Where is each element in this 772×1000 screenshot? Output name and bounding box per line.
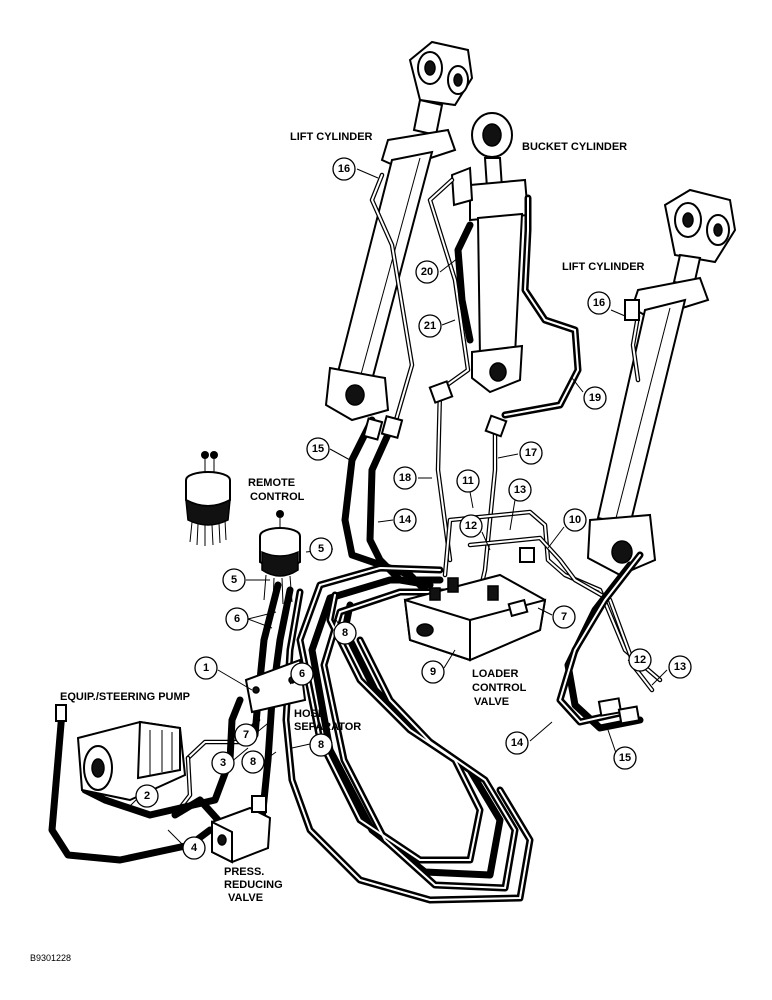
label-hose: HOSE: [294, 708, 325, 720]
svg-text:18: 18: [399, 472, 411, 484]
callout-6-lower: 6: [290, 662, 314, 686]
figure-code: B9301228: [30, 953, 71, 963]
svg-text:7: 7: [561, 611, 567, 623]
callout-17: 17: [519, 441, 543, 465]
callout-19: 19: [583, 386, 607, 410]
svg-text:5: 5: [231, 574, 237, 586]
label-separator: SEPARATOR: [294, 721, 361, 733]
callout-9: 9: [421, 660, 445, 684]
svg-text:5: 5: [318, 543, 324, 555]
label-bucket-cylinder: BUCKET CYLINDER: [522, 141, 627, 153]
label-reducing: REDUCING: [224, 879, 283, 891]
callout-1: 1: [194, 656, 218, 680]
svg-text:6: 6: [299, 668, 305, 680]
callout-10: 10: [563, 508, 587, 532]
svg-text:15: 15: [312, 443, 324, 455]
label-press-valve: VALVE: [228, 892, 263, 904]
callout-14-bottom: 14: [505, 731, 529, 755]
callouts: 16 20 21 19 16 15 18 17 11 13 14 12 10 5…: [135, 157, 692, 860]
callout-16-right: 16: [587, 291, 611, 315]
svg-text:8: 8: [250, 756, 256, 768]
callout-3: 3: [211, 751, 235, 775]
svg-text:8: 8: [318, 739, 324, 751]
label-loader-control: CONTROL: [472, 682, 527, 694]
svg-text:17: 17: [525, 447, 537, 459]
left-lift-cylinder: [324, 40, 474, 422]
callout-16-left: 16: [332, 157, 356, 181]
callout-13-bottom: 13: [668, 655, 692, 679]
callout-20: 20: [415, 260, 439, 284]
callout-21: 21: [418, 314, 442, 338]
remote-control-inset: [185, 451, 231, 546]
svg-text:8: 8: [342, 627, 348, 639]
label-lift-cylinder-right: LIFT CYLINDER: [562, 261, 645, 273]
label-loader: LOADER: [472, 668, 519, 680]
callout-15-bottom: 15: [613, 746, 637, 770]
right-lift-cylinder: [586, 188, 737, 577]
svg-text:21: 21: [424, 320, 436, 332]
labels: LIFT CYLINDER BUCKET CYLINDER LIFT CYLIN…: [30, 131, 645, 963]
svg-text:12: 12: [634, 654, 646, 666]
callout-5-left: 5: [222, 568, 246, 592]
svg-text:9: 9: [430, 666, 436, 678]
callout-8-lower: 8: [241, 750, 265, 774]
svg-text:16: 16: [338, 163, 350, 175]
loader-control-valve: [403, 547, 547, 662]
press-reducing-valve: [211, 795, 272, 864]
svg-text:19: 19: [589, 392, 601, 404]
callout-7-right: 7: [552, 605, 576, 629]
svg-text:6: 6: [234, 613, 240, 625]
svg-text:14: 14: [511, 737, 524, 749]
equip-steering-pump: [55, 704, 187, 802]
svg-text:3: 3: [220, 757, 226, 769]
callout-13-top: 13: [508, 478, 532, 502]
svg-text:4: 4: [191, 842, 198, 854]
callout-6-upper: 6: [225, 607, 249, 631]
steel-tubes: [177, 172, 663, 811]
svg-text:14: 14: [399, 514, 412, 526]
callout-12-top: 12: [459, 514, 483, 538]
callout-8-mid: 8: [309, 733, 333, 757]
label-remote: REMOTE: [248, 477, 295, 489]
bucket-cylinder: [450, 112, 530, 394]
callout-8-upper: 8: [333, 621, 357, 645]
remote-control: [259, 510, 301, 605]
svg-text:13: 13: [674, 661, 686, 673]
callout-15-top: 15: [306, 437, 330, 461]
callout-14-top: 14: [393, 508, 417, 532]
callout-4: 4: [182, 836, 206, 860]
svg-text:12: 12: [465, 520, 477, 532]
callout-18: 18: [393, 466, 417, 490]
label-control: CONTROL: [250, 491, 305, 503]
svg-text:10: 10: [569, 514, 581, 526]
svg-text:11: 11: [462, 475, 474, 487]
callout-11: 11: [456, 469, 480, 493]
callout-12-bottom: 12: [628, 648, 652, 672]
svg-text:15: 15: [619, 752, 631, 764]
svg-text:20: 20: [421, 266, 433, 278]
label-press: PRESS.: [224, 866, 264, 878]
fittings: [362, 299, 641, 725]
svg-text:16: 16: [593, 297, 605, 309]
svg-text:7: 7: [243, 729, 249, 741]
svg-text:13: 13: [514, 484, 526, 496]
label-pump: EQUIP./STEERING PUMP: [60, 691, 190, 703]
svg-text:1: 1: [203, 662, 209, 674]
callout-7-left: 7: [234, 723, 258, 747]
svg-text:2: 2: [144, 790, 150, 802]
label-lift-cylinder-left: LIFT CYLINDER: [290, 131, 373, 143]
callout-5-right: 5: [309, 537, 333, 561]
callout-2: 2: [135, 784, 159, 808]
label-loader-valve: VALVE: [474, 696, 509, 708]
